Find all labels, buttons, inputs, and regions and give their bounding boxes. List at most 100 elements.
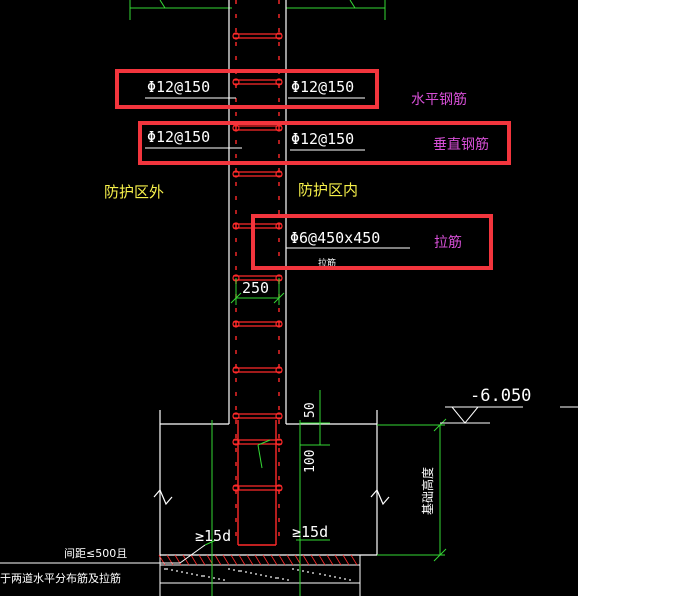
aggregate-dot: [287, 579, 289, 581]
aggregate-dot: [238, 570, 240, 572]
aggregate-dot: [203, 575, 205, 577]
aggregate-dot: [181, 571, 183, 573]
zone-inside-label: 防护区内: [298, 181, 358, 199]
aggregate-dot: [164, 568, 166, 570]
spacing-note: 间距≤500且: [64, 547, 127, 560]
aggregate-dot: [255, 573, 257, 575]
elevation-marker: [440, 406, 578, 424]
foundation-depth-label: 基础高度: [420, 467, 435, 515]
aggregate-dot: [166, 568, 168, 570]
note-leader: [0, 544, 206, 564]
aggregate-dot: [275, 577, 277, 579]
aggregate-dot: [191, 573, 193, 575]
tie-bar: [232, 170, 283, 178]
tie-bar: [232, 484, 283, 492]
bottom-note: 于两道水平分布筋及拉筋: [0, 571, 121, 585]
hatch-line: [230, 554, 238, 566]
aggregate-dot: [277, 577, 279, 579]
hatch-line: [286, 554, 294, 566]
anchorage-left-label: ≥15d: [195, 527, 231, 545]
hatch-line: [254, 554, 262, 566]
hatch-line: [334, 554, 342, 566]
aggregate-dot: [329, 575, 331, 577]
hatch-line: [182, 554, 190, 566]
aggregate-dot: [334, 576, 336, 578]
hatch-line: [214, 554, 222, 566]
hatch-line: [318, 554, 326, 566]
aggregate-dot: [218, 578, 220, 580]
dim-50-label: 50: [303, 402, 318, 418]
aggregate-dot: [302, 570, 304, 572]
spec-leader-lines: [145, 97, 410, 249]
aggregate-dot: [307, 571, 309, 573]
aggregate-dot: [245, 571, 247, 573]
aggregate-dot: [208, 576, 210, 578]
zone-outside-label: 防护区外: [104, 183, 164, 201]
hatch-line: [310, 554, 318, 566]
aggregate-dot: [344, 578, 346, 580]
hatch-line: [302, 554, 310, 566]
aggregate-dot: [240, 570, 242, 572]
vertical-rebar-left-spec: Φ12@150: [147, 128, 210, 146]
aggregate-dot: [260, 574, 262, 576]
vertical-rebar-label: 垂直钢筋: [433, 136, 489, 153]
hatch-line: [198, 554, 206, 566]
hatch-line: [342, 554, 350, 566]
tie-bar: [232, 222, 283, 230]
horizontal-rebar-callout-box: [115, 69, 379, 109]
tie-bar-label: 拉筋: [434, 234, 462, 251]
aggregate-dot: [196, 574, 198, 576]
horizontal-rebar-left-spec: Φ12@150: [147, 78, 210, 96]
dim-100-label: 100: [303, 450, 318, 473]
aggregate-dot: [176, 570, 178, 572]
vertical-rebar-right-spec: Φ12@150: [291, 130, 354, 148]
aggregate-dot: [223, 579, 225, 581]
aggregate-dot: [186, 572, 188, 574]
horizontal-rebar-label: 水平钢筋: [411, 91, 467, 108]
aggregate-dot: [319, 573, 321, 575]
hatch-line: [326, 554, 334, 566]
elevation-value: -6.050: [470, 386, 531, 406]
tie-bars: [232, 32, 283, 492]
aggregate-dot: [282, 578, 284, 580]
hatch-line: [262, 554, 270, 566]
tie-bar-spec: Φ6@450x450: [290, 229, 380, 247]
wall-thickness-dimension: [230, 278, 285, 305]
aggregate-dot: [292, 568, 294, 570]
aggregate-dot: [270, 576, 272, 578]
aggregate-dot: [265, 575, 267, 577]
foundation-dimension-lines: [204, 390, 447, 596]
aggregate-dot: [233, 569, 235, 571]
tie-bar: [232, 438, 283, 446]
horizontal-rebar-right-spec: Φ12@150: [291, 78, 354, 96]
anchorage-right-label: ≥15d: [292, 523, 328, 541]
top-section-lines: [129, 0, 386, 20]
tie-bar: [232, 412, 283, 420]
tie-bar-callout-box: [251, 214, 493, 270]
aggregate-dot: [171, 569, 173, 571]
aggregate-dot: [312, 572, 314, 574]
tie-bar: [232, 78, 283, 86]
tie-bar: [232, 320, 283, 328]
drawing-background: [0, 0, 578, 596]
hatch-line: [238, 554, 246, 566]
hatch-line: [246, 554, 254, 566]
aggregate-dot: [250, 572, 252, 574]
wall-thickness-label: 250: [242, 279, 269, 297]
aggregate-dot: [213, 577, 215, 579]
hatch-line: [350, 554, 358, 566]
aggregate-dot: [228, 568, 230, 570]
tie-bar: [232, 32, 283, 40]
aggregate-dot: [324, 574, 326, 576]
hatch-line: [278, 554, 286, 566]
aggregate-dot: [349, 579, 351, 581]
vertical-rebar-callout-box: [138, 121, 511, 165]
callout-boxes: [115, 69, 511, 270]
hatch-line: [222, 554, 230, 566]
hatch-line: [270, 554, 278, 566]
aggregate-dot: [201, 575, 203, 577]
aggregate-dot: [297, 569, 299, 571]
hatch-line: [190, 554, 198, 566]
tie-bar: [232, 366, 283, 374]
